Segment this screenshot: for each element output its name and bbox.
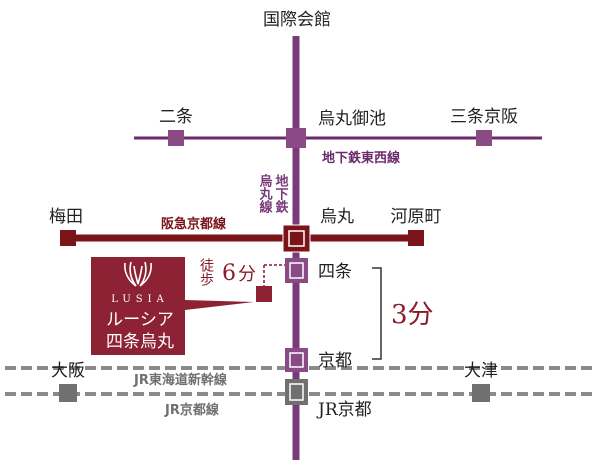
station-marker-shijo[interactable] — [285, 258, 308, 283]
station-marker-karasuma-inner — [288, 230, 305, 247]
label-umeda: 梅田 — [49, 207, 83, 227]
label-jr-kyoto-line: JR京都線 — [164, 402, 220, 418]
station-marker-jr-kyoto-inner — [289, 383, 304, 401]
station-marker-jr-kyoto[interactable] — [285, 379, 308, 405]
station-marker-osaka[interactable] — [59, 384, 77, 402]
label-shijo: 四条 — [318, 262, 352, 282]
label-jr-kyoto: JR京都 — [316, 400, 372, 420]
property-marker[interactable] — [256, 286, 272, 302]
label-karasuma-line-col1: 地下鉄 — [273, 173, 289, 214]
label-karasuma: 烏丸 — [320, 207, 354, 227]
station-marker-shijo-inner — [289, 262, 304, 279]
property-name-jp-2: 四条烏丸 — [106, 332, 174, 352]
label-otsu: 大津 — [464, 361, 498, 381]
label-osaka: 大阪 — [51, 361, 85, 381]
lusia-logo-icon — [124, 261, 152, 287]
walk-label: 徒歩 — [198, 258, 214, 287]
walk-minutes: 6 — [222, 261, 236, 286]
label-sanjo-keihan: 三条京阪 — [450, 107, 518, 127]
label-nijo: 二条 — [159, 107, 193, 127]
property-name-jp-1: ルーシア — [106, 310, 174, 330]
station-marker-umeda[interactable] — [60, 230, 76, 246]
property-name-en: LUSIA — [111, 294, 169, 305]
transit-time: 3分 — [391, 300, 434, 330]
station-marker-karasuma-oike[interactable] — [286, 128, 306, 148]
station-marker-kawaramachi[interactable] — [408, 230, 424, 246]
station-marker-karasuma[interactable] — [282, 224, 311, 253]
label-hankyu-line: 阪急京都線 — [161, 216, 227, 232]
label-karasuma-oike: 烏丸御池 — [318, 109, 386, 129]
label-kokusai-kaikan: 国際会館 — [263, 10, 331, 30]
station-marker-kyoto-inner — [289, 352, 304, 368]
label-karasuma-line-col2: 烏丸線 — [257, 173, 274, 214]
transit-bracket — [372, 267, 382, 360]
station-marker-otsu[interactable] — [472, 384, 490, 402]
label-shinkansen: JR東海道新幹線 — [133, 372, 228, 388]
label-kawaramachi: 河原町 — [391, 207, 442, 227]
walk-unit: 分 — [238, 264, 256, 285]
label-kyoto: 京都 — [318, 351, 352, 371]
station-marker-sanjo-keihan[interactable] — [476, 130, 492, 146]
station-marker-nijo[interactable] — [168, 130, 184, 146]
station-marker-kyoto[interactable] — [285, 348, 308, 372]
label-tozai-line: 地下鉄東西線 — [322, 150, 401, 166]
